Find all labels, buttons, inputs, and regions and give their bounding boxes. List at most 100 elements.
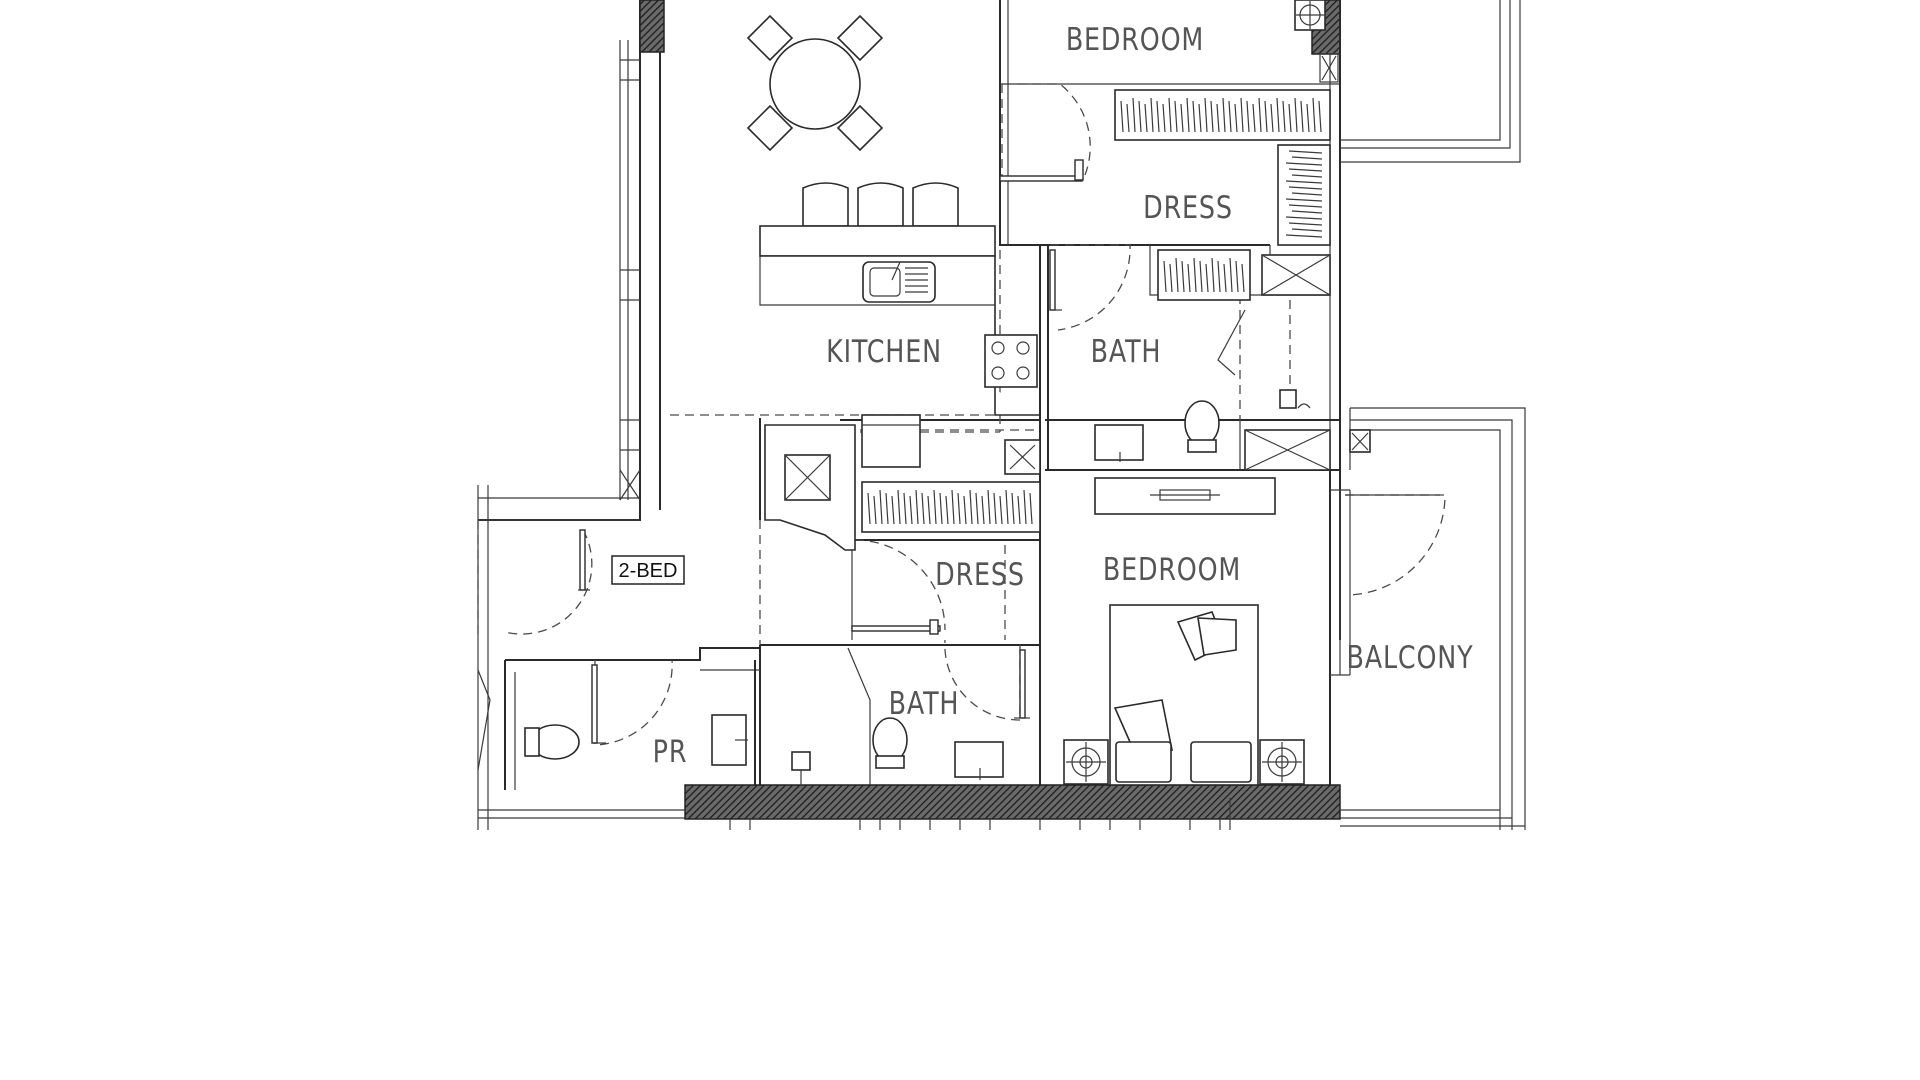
wardrobe-rail-line <box>1222 97 1226 133</box>
wardrobe-rail-line <box>1017 495 1021 525</box>
wardrobe-rail-line <box>1138 100 1142 133</box>
wardrobe-rail-line <box>1282 100 1286 133</box>
wardrobe-rail-line <box>1291 210 1323 214</box>
wardrobe-rail-line <box>909 495 913 525</box>
wardrobe-rail-line <box>1175 257 1179 293</box>
wardrobe-rail-line <box>1318 100 1322 133</box>
wardrobe-rail-line <box>1234 103 1238 133</box>
wardrobe-rail-line <box>1276 97 1280 133</box>
wardrobe-rail-line <box>933 489 937 525</box>
wardrobe-rail-line <box>1294 97 1298 133</box>
wardrobe-rail-line <box>1291 156 1323 160</box>
wardrobe-rail-line <box>1174 100 1178 133</box>
wardrobe-rail-line <box>1312 97 1316 133</box>
wardrobe-rail-line <box>1252 103 1256 133</box>
wardrobe-rail-line <box>1285 234 1323 238</box>
wardrobe-rail-line <box>1156 100 1160 133</box>
wardrobes <box>861 89 1331 533</box>
wardrobe-rail-line <box>867 492 871 525</box>
wardrobe-rail-line <box>1285 216 1323 220</box>
wardrobe-rail-line <box>1285 180 1323 184</box>
walls <box>477 0 1526 830</box>
wardrobe-rail-line <box>1240 97 1244 133</box>
wardrobe-rail-line <box>1288 186 1323 190</box>
wardrobe-rail-line <box>1223 263 1227 293</box>
wardrobe-rail-line <box>1187 263 1191 293</box>
wardrobe-rail-line <box>1288 222 1323 226</box>
wardrobe-rail-line <box>891 495 895 525</box>
wardrobe-rail-line <box>1300 100 1304 133</box>
wardrobe-rail-line <box>879 489 883 525</box>
wardrobe-rail-line <box>1270 103 1274 133</box>
wardrobe-rail-line <box>1241 263 1245 293</box>
label-bedroom-top: BEDROOM <box>1066 22 1204 58</box>
wardrobe-rail-line <box>885 492 889 525</box>
wardrobe-rail-line <box>1285 162 1323 166</box>
unit-tag: 2-BED <box>611 555 685 585</box>
shaft <box>764 424 856 551</box>
wardrobe-rail-line <box>1180 103 1184 133</box>
wardrobe-rail-line <box>963 495 967 525</box>
wardrobe-rail-line <box>1288 150 1323 154</box>
label-bath-main: BATH <box>889 686 960 722</box>
label-dress-top: DRESS <box>1143 190 1233 226</box>
wardrobe-rail-line <box>987 489 991 525</box>
wardrobe-rail-line <box>1211 257 1215 293</box>
kitchen-counter <box>759 182 1041 475</box>
label-powder-room: PR <box>653 734 688 770</box>
wardrobe-rail-line <box>939 492 943 525</box>
wardrobe-rail-line <box>1288 103 1292 133</box>
wardrobe-rail-line <box>957 492 961 525</box>
wardrobe-rail-line <box>1228 100 1232 133</box>
wardrobe-rail-line <box>1258 97 1262 133</box>
wardrobe-rail-line <box>1285 198 1323 202</box>
wardrobe-rail-line <box>1291 174 1323 178</box>
wardrobe-rail-line <box>981 495 985 525</box>
wardrobe-rail-line <box>1288 204 1323 208</box>
wardrobe-rail-line <box>1246 100 1250 133</box>
unit-tag-text: 2-BED <box>619 560 678 582</box>
wardrobe-rail-line <box>1120 100 1124 133</box>
wardrobe-rail-line <box>1192 100 1196 133</box>
wardrobe-rail-line <box>975 492 979 525</box>
lower-bath-fixtures <box>477 647 1004 785</box>
wardrobe-rail-line <box>1150 97 1154 133</box>
wardrobe-rail-line <box>999 495 1003 525</box>
wardrobe-rail-line <box>1306 103 1310 133</box>
wardrobe-rail-line <box>1169 263 1173 293</box>
wardrobe-rail-line <box>1291 228 1323 232</box>
wardrobe-rail-line <box>1162 103 1166 133</box>
wardrobe-rail-line <box>1132 97 1136 133</box>
label-bath-top: BATH <box>1091 334 1162 370</box>
label-dress-main: DRESS <box>935 557 1025 593</box>
wardrobe-rail-line <box>1210 100 1214 133</box>
wardrobe-rail-line <box>1216 103 1220 133</box>
wardrobe-rail-line <box>1288 168 1323 172</box>
wardrobe-rail-line <box>1217 260 1221 293</box>
wardrobe-rail-line <box>1204 97 1208 133</box>
wardrobe-rail-line <box>1235 260 1239 293</box>
wardrobe-rail-line <box>1291 192 1323 196</box>
wardrobe-rail-line <box>1199 260 1203 293</box>
wardrobe-rail-line <box>1198 103 1202 133</box>
top-bath-fixtures <box>1094 0 1371 471</box>
label-balcony: BALCONY <box>1347 640 1474 676</box>
wardrobe-rail-line <box>1126 103 1130 133</box>
master-bed <box>1063 477 1305 786</box>
wardrobe-rail-line <box>969 489 973 525</box>
wardrobe-rail-line <box>1023 489 1027 525</box>
dining-table <box>746 14 884 152</box>
wardrobe-rail-line <box>927 495 931 525</box>
label-bedroom-main: BEDROOM <box>1103 552 1241 588</box>
room-labels: BEDROOM DRESS KITCHEN BATH BEDROOM DRESS… <box>653 22 1474 770</box>
wardrobe-rail-line <box>915 489 919 525</box>
wardrobe-rail-line <box>945 495 949 525</box>
wardrobe-rail-line <box>951 489 955 525</box>
wardrobe-rail-line <box>1181 260 1185 293</box>
wardrobe-rail-line <box>903 492 907 525</box>
wardrobe-rail-line <box>1264 100 1268 133</box>
wardrobe-rail-line <box>873 495 877 525</box>
wardrobe-rail-line <box>1186 97 1190 133</box>
wardrobe-rail-line <box>897 489 901 525</box>
